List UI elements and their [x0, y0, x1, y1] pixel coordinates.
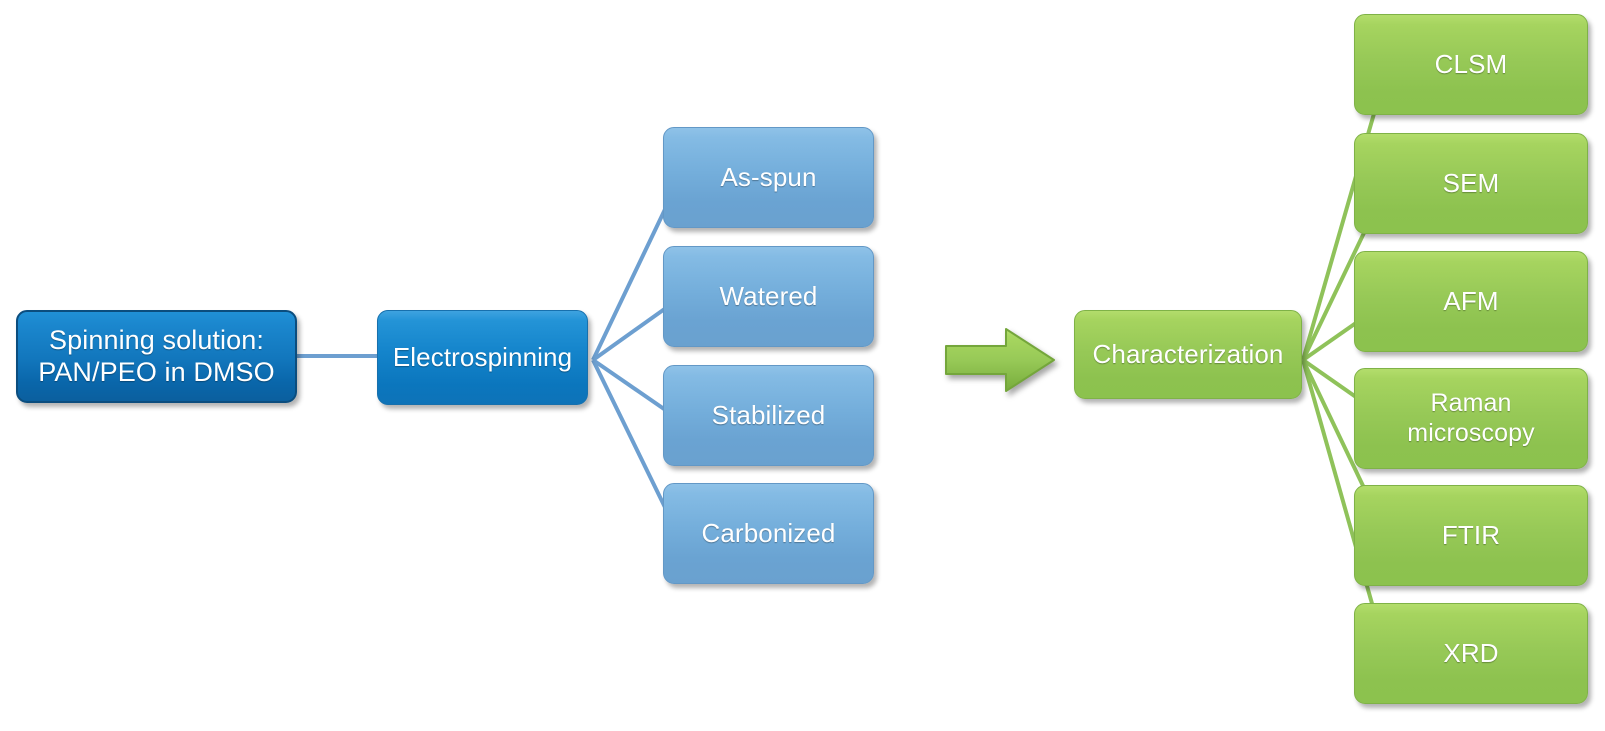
- node-watered[interactable]: Watered: [663, 246, 874, 347]
- node-raman-microscopy-label: Raman microscopy: [1407, 389, 1535, 447]
- node-clsm[interactable]: CLSM: [1354, 14, 1588, 115]
- node-ftir-label: FTIR: [1441, 520, 1501, 551]
- node-electrospinning-label: Electrospinning: [392, 342, 573, 373]
- node-raman-microscopy[interactable]: Raman microscopy: [1354, 368, 1588, 469]
- node-characterization[interactable]: Characterization: [1074, 310, 1302, 399]
- node-watered-label: Watered: [719, 281, 818, 312]
- node-sem[interactable]: SEM: [1354, 133, 1588, 234]
- node-afm-label: AFM: [1443, 286, 1499, 317]
- node-xrd[interactable]: XRD: [1354, 603, 1588, 704]
- node-sem-label: SEM: [1442, 168, 1500, 199]
- node-stabilized[interactable]: Stabilized: [663, 365, 874, 466]
- node-spinning-solution-label: Spinning solution: PAN/PEO in DMSO: [38, 324, 275, 387]
- node-carbonized-label: Carbonized: [701, 518, 836, 549]
- node-as-spun[interactable]: As-spun: [663, 127, 874, 228]
- node-ftir[interactable]: FTIR: [1354, 485, 1588, 586]
- node-afm[interactable]: AFM: [1354, 251, 1588, 352]
- node-xrd-label: XRD: [1443, 638, 1499, 669]
- node-electrospinning[interactable]: Electrospinning: [377, 310, 588, 405]
- node-carbonized[interactable]: Carbonized: [663, 483, 874, 584]
- node-spinning-solution[interactable]: Spinning solution: PAN/PEO in DMSO: [16, 310, 297, 403]
- node-stabilized-label: Stabilized: [711, 400, 826, 431]
- node-characterization-label: Characterization: [1092, 339, 1284, 370]
- node-as-spun-label: As-spun: [720, 162, 817, 193]
- right-block-arrow: [945, 328, 1055, 392]
- node-clsm-label: CLSM: [1434, 49, 1508, 80]
